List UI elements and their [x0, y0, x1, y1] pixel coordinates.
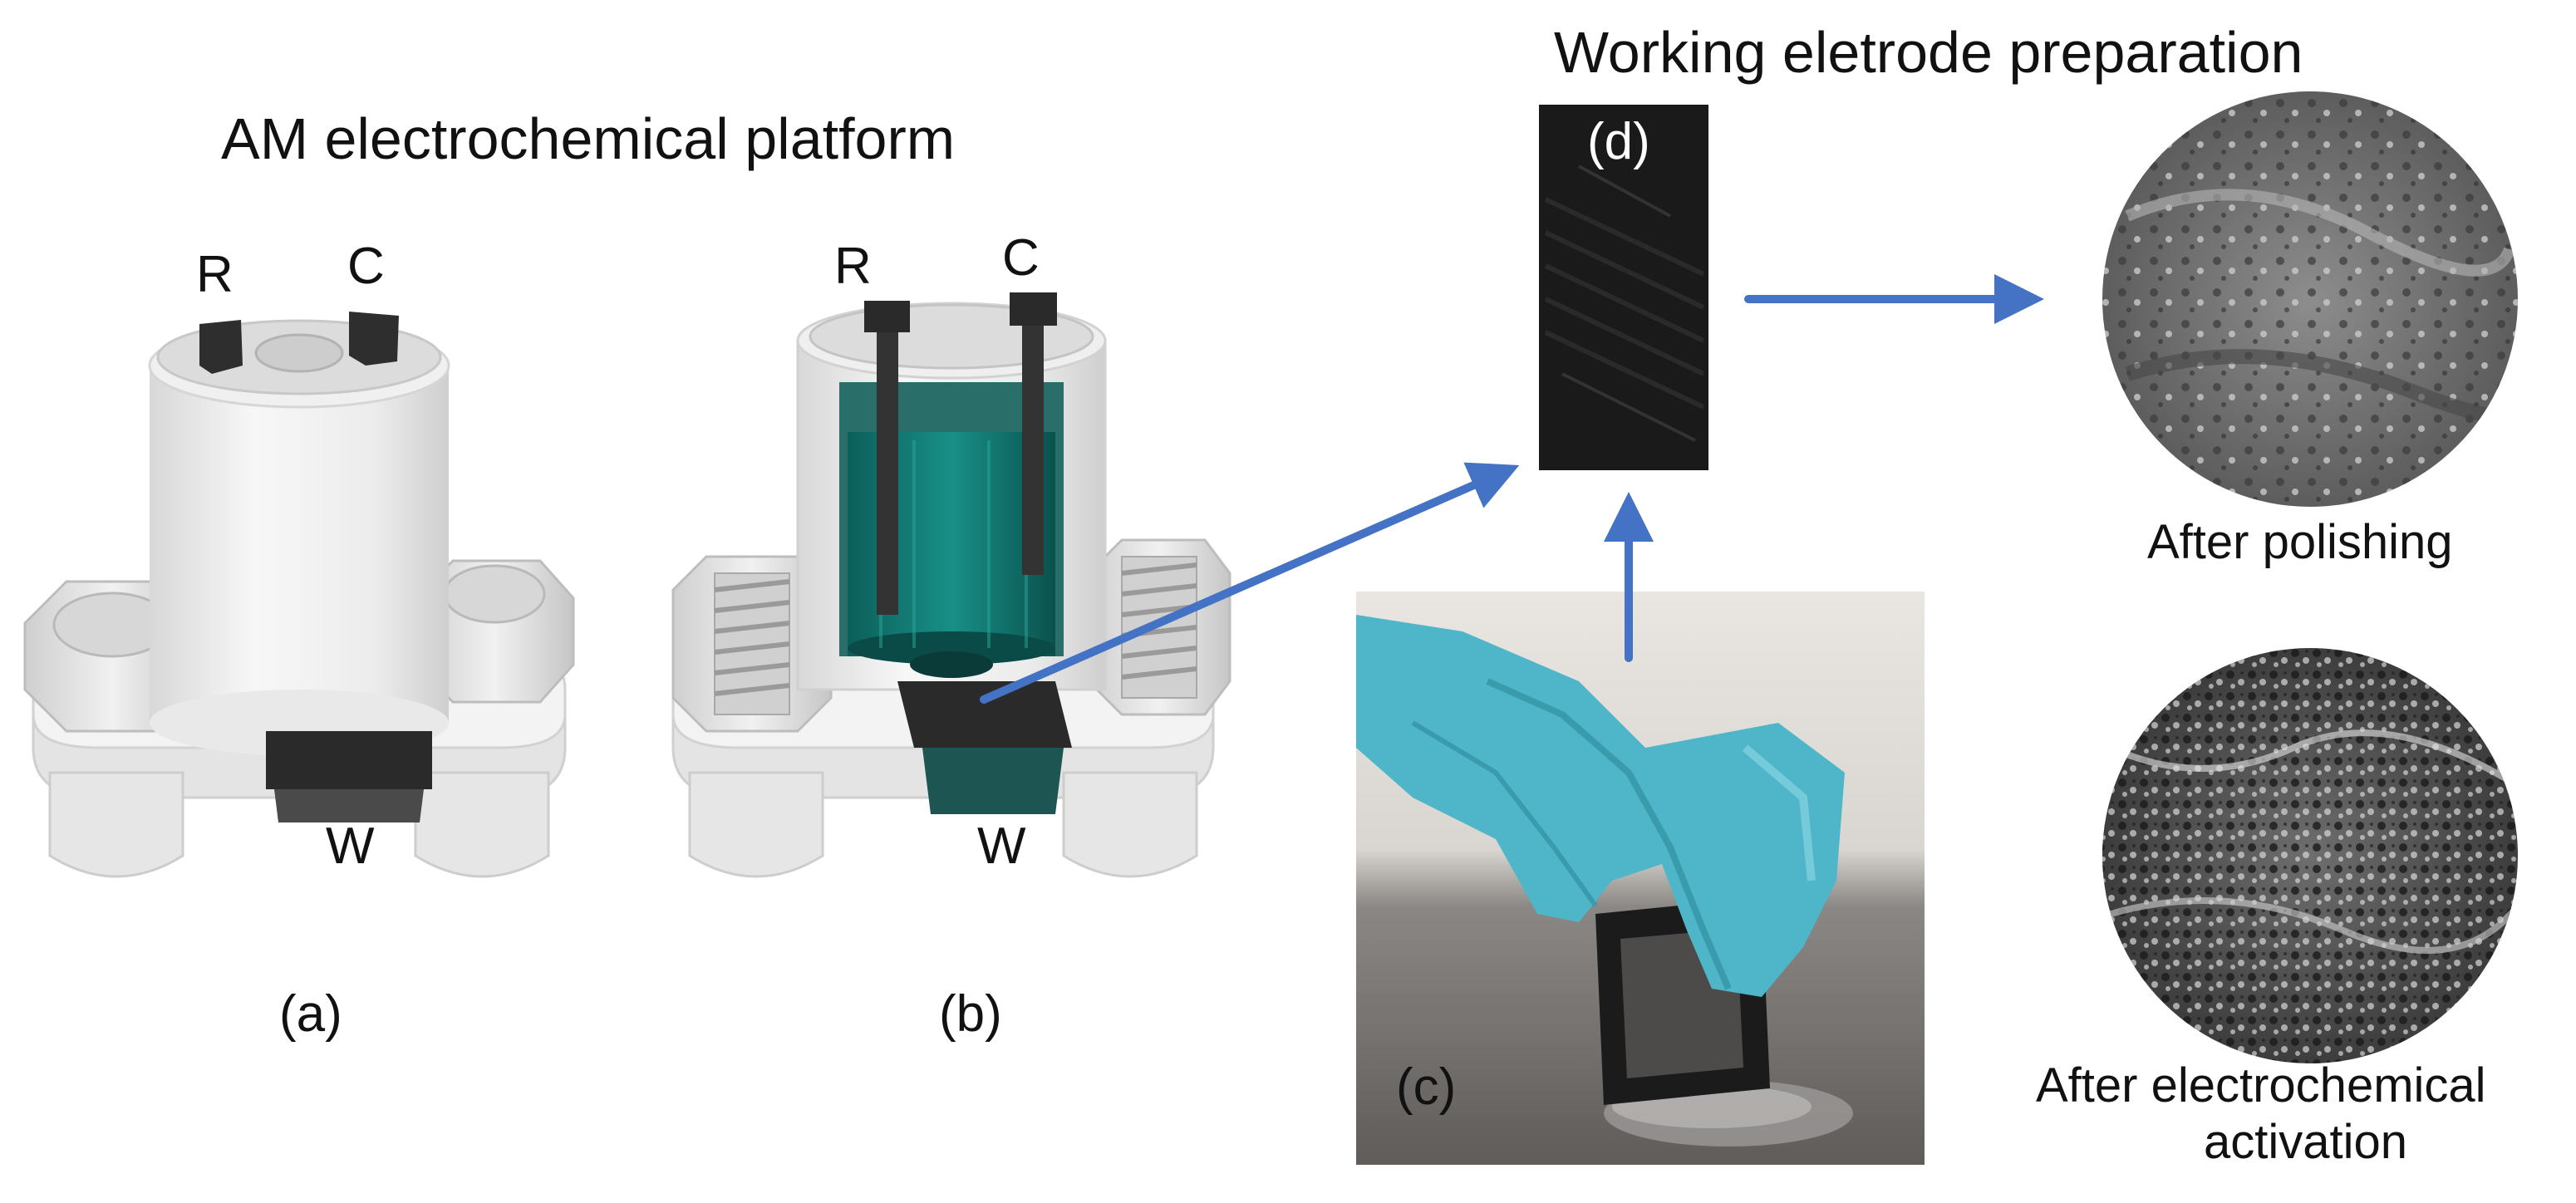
- photo-d-electrode-surface: [1539, 105, 1708, 470]
- cell-a-reference-label: R: [196, 246, 234, 303]
- cell-b-illustration: [671, 292, 1231, 878]
- sem-polished-caption: After polishing: [2147, 515, 2453, 569]
- photo-c-electrode-handling: [1356, 592, 1925, 1165]
- cell-a-illustration: [23, 312, 575, 878]
- photo-c-panel-label: (c): [1396, 1058, 1457, 1116]
- cell-a-working-label: W: [326, 818, 375, 875]
- arrow-cell-to-electrode: [980, 462, 1520, 704]
- cell-b-panel-label: (b): [939, 985, 1002, 1043]
- electrode-prep-title: Working eletrode preparation: [1554, 20, 2303, 85]
- cell-b-counter-label: C: [1002, 229, 1040, 287]
- cell-b-working-label: W: [977, 818, 1026, 875]
- cell-a-counter-label: C: [347, 238, 385, 295]
- platform-title: AM electrochemical platform: [221, 106, 956, 171]
- photo-d-panel-label: (d): [1587, 113, 1650, 170]
- sem-image-polished: [2102, 91, 2518, 507]
- sem-image-activated: [2102, 648, 2518, 1063]
- sem-activated-caption-line1: After electrochemical: [2036, 1058, 2486, 1112]
- cell-b-reference-label: R: [834, 238, 872, 295]
- cell-a-panel-label: (a): [279, 985, 342, 1043]
- sem-activated-caption-line2: activation: [2204, 1115, 2408, 1169]
